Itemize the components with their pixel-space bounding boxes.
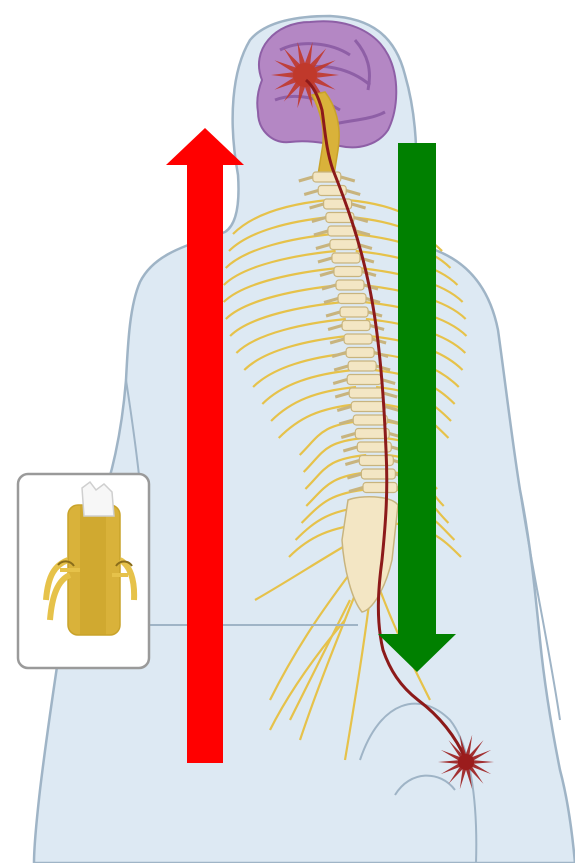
descending-arrow-shaft <box>398 143 436 641</box>
vertebra <box>334 267 362 277</box>
vertebra <box>351 402 385 412</box>
ascending-arrow-shaft <box>187 160 223 763</box>
vertebra <box>347 375 381 385</box>
vertebra <box>363 483 397 493</box>
vertebra <box>353 415 387 425</box>
vertebra <box>338 294 366 304</box>
vertebra <box>361 469 395 479</box>
vertebra <box>340 307 368 317</box>
vertebra <box>349 388 383 398</box>
vertebra <box>330 240 358 250</box>
vertebra <box>342 321 370 331</box>
vertebra <box>359 456 393 466</box>
vertebra <box>328 226 356 236</box>
vertebra <box>344 334 372 344</box>
vertebra <box>348 361 376 371</box>
vertebra <box>336 280 364 290</box>
vertebra <box>346 348 374 358</box>
body-silhouette <box>34 16 575 863</box>
vertebra <box>332 253 360 263</box>
